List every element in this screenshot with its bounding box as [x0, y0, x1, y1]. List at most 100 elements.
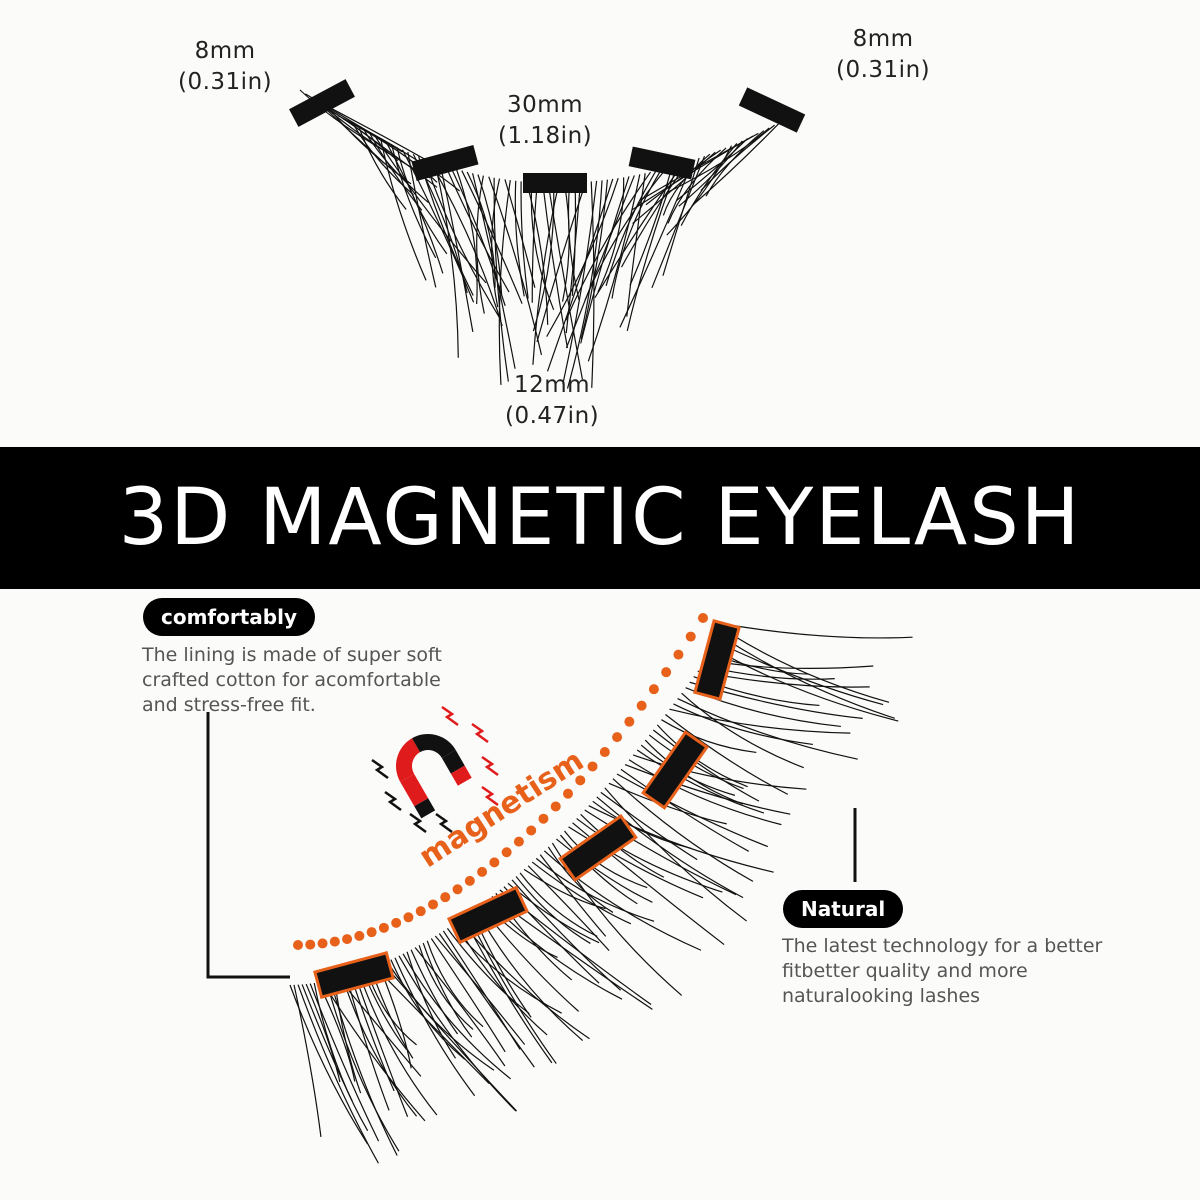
left-length-in: (0.31in) [178, 69, 273, 95]
lash-hair [491, 178, 501, 308]
magnetism-dot [452, 884, 463, 895]
lash-hair [669, 708, 851, 734]
lash-hair [652, 729, 760, 802]
magnetism-dot [575, 775, 586, 786]
lash-hair [648, 734, 744, 790]
lash-hair [530, 182, 555, 311]
lash-hair [422, 942, 473, 1038]
spark-icon [471, 722, 489, 744]
lash-hair [532, 182, 555, 332]
lash-hair [418, 945, 474, 1030]
lash-hair [597, 177, 625, 293]
comfortably-badge: comfortably [143, 598, 316, 636]
magnetism-dot [550, 801, 561, 812]
lash-hair [628, 759, 782, 826]
lash-hair [349, 974, 395, 1092]
magnetism-dot [366, 927, 377, 938]
lash-hair [511, 879, 622, 991]
lash-hair [532, 182, 560, 365]
lash-hair [678, 140, 743, 207]
magnetism-dot [317, 938, 328, 949]
left-length-mm: 8mm [194, 38, 256, 64]
lash-hair [325, 980, 400, 1152]
lash-hair [410, 949, 459, 1035]
lash-hair [626, 173, 646, 317]
magnetism-dot [513, 836, 524, 847]
lash-hair [612, 778, 754, 882]
desc-line: fitbetter quality and more [782, 960, 1028, 982]
lash-hair [584, 167, 668, 301]
lash-hair [661, 719, 757, 754]
lash-hair [466, 171, 496, 288]
lash-hair [662, 153, 711, 216]
magnetism-dot [293, 940, 303, 950]
lash-hair [596, 796, 744, 899]
callout-line [206, 712, 290, 979]
lash-hair [398, 955, 517, 1112]
magnetism-dot [526, 825, 537, 836]
lash-hair [337, 114, 461, 192]
lash-hair [587, 174, 641, 362]
magnet-black-leg [441, 750, 465, 774]
lash-hair [619, 159, 695, 328]
lash-hair [455, 168, 478, 305]
lash-hair [354, 973, 409, 1117]
lash-hair [560, 834, 638, 905]
lash-hair [590, 181, 595, 388]
lash-hair [588, 805, 774, 873]
lash-hair [636, 749, 765, 814]
magnetism-dot [354, 930, 365, 941]
lash-hair [406, 951, 457, 1059]
magnetism-dot [428, 899, 438, 910]
lash-hair [407, 151, 437, 288]
magnetism-dot [378, 922, 389, 933]
lash-hair [624, 764, 791, 815]
lash-hair [423, 158, 501, 320]
lash-hair [721, 636, 895, 719]
magnetism-dot [501, 847, 512, 858]
lash-hair [428, 160, 503, 327]
lash-hair [293, 984, 322, 1138]
lash-hair [565, 175, 635, 349]
magnetism-dot [329, 936, 340, 947]
lash-hair [539, 854, 607, 937]
magnetism-dot [624, 716, 635, 727]
lash-hair [353, 124, 414, 196]
lash-hair [520, 181, 529, 299]
lash-hair [713, 647, 899, 722]
lash-hair [725, 630, 890, 703]
magnetism-dot [673, 649, 684, 660]
lash-hair [414, 947, 506, 1067]
lash-hair [430, 938, 506, 1053]
magnetism-dot [648, 684, 659, 695]
lash-hair [531, 182, 538, 303]
lash-hair [673, 703, 813, 746]
magnet-strip [446, 885, 530, 945]
lash-hair [604, 787, 747, 922]
right-length-in: (0.31in) [836, 57, 931, 83]
magnet-red-arm [396, 738, 420, 782]
magnetism-dot [636, 700, 647, 711]
magnet-red-leg [400, 774, 429, 807]
lash-hair [434, 162, 459, 358]
lash-length-mm: 12mm [514, 372, 591, 398]
lash-hair [561, 182, 570, 302]
lash-hair [644, 739, 744, 805]
natural-badge: Natural [783, 890, 904, 928]
width-mm: 30mm [507, 92, 584, 118]
magnet-tip [450, 765, 472, 786]
lash-hair [547, 182, 583, 380]
magnetism-dot [587, 761, 598, 772]
lash-hair [305, 983, 341, 1083]
magnetism-dot [661, 667, 672, 678]
lash-hair [515, 876, 591, 944]
lash-length-in: (0.47in) [505, 403, 600, 429]
lash-hair [600, 791, 698, 861]
magnetism-dot [403, 912, 414, 923]
lash-hair [536, 181, 587, 343]
lash-hair [665, 714, 789, 795]
magnetism-dot [415, 906, 426, 917]
magnetism-dot [342, 934, 353, 945]
lash-hair [426, 940, 484, 1028]
